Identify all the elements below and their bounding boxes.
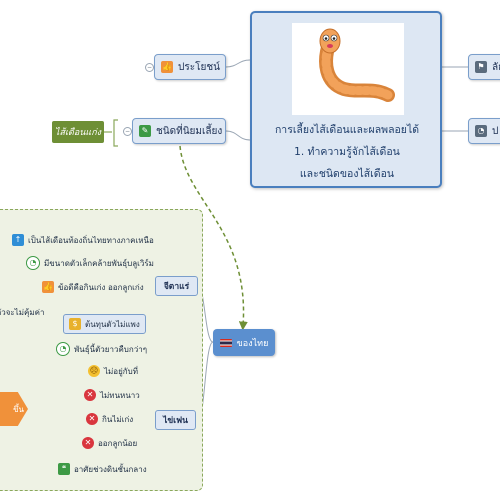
leaf-text: มีขนาดตัวเล็กคล้ายพันธุ์บลูเวิร์ม [44, 258, 154, 268]
leaf-khiphuen-6[interactable]: ❝ อาศัยช่วงดินชั้นกลาง [58, 460, 147, 478]
clock-icon: ◔ [475, 125, 487, 137]
leaf-jitanrae-3[interactable]: 👍 ข้อดีคือกินเก่ง ออกลูกเก่ง [42, 278, 144, 296]
x-circle-icon: ✕ [84, 389, 96, 401]
leaf-text: ออกลูกน้อย [98, 438, 138, 448]
flag-icon: ⚑ [475, 61, 487, 73]
node-thai-label: ของไทย [236, 338, 269, 349]
leaf-khiphuen-1[interactable]: ◔ พันธุ์นี้ตัวยาวคืบกว่าๆ [56, 340, 147, 358]
leaf-jitanrae-4[interactable]: $ ต้นทุนตัวไม่แพง [63, 314, 146, 334]
leaf-khiphuen-5[interactable]: ✕ ออกลูกน้อย [82, 434, 137, 452]
leaf-text: เป็นไส้เดือนท้องถิ่นไทยทางภาคเหนือ [28, 235, 154, 245]
collapse-toggle-types[interactable]: − [123, 127, 132, 136]
branch-benefit-label: ประโยชน์ [178, 61, 220, 73]
arrow-up-icon: ↑ [12, 234, 24, 246]
leaf-text: กินไม่เก่ง [102, 414, 134, 424]
leaf-jitanrae-1[interactable]: ↑ เป็นไส้เดือนท้องถิ่นไทยทางภาคเหนือ [12, 231, 154, 249]
branch-popular-types[interactable]: ✎ ชนิดที่นิยมเลี้ยง [132, 118, 226, 144]
collapse-toggle-benefit[interactable]: − [145, 63, 154, 72]
branch-right-mid[interactable]: ◔ ป [468, 118, 500, 144]
x-circle-icon: ✕ [82, 437, 94, 449]
leaf-jitanrae-partial[interactable]: ตัวจะไม่คุ้มค่า [0, 303, 44, 321]
leaf-text: อาศัยช่วงดินชั้นกลาง [74, 464, 147, 474]
central-title-line-1: การเลี้ยงไส้เดือนและผลพลอยได้ [274, 124, 420, 136]
central-topic[interactable]: การเลี้ยงไส้เดือนและผลพลอยได้ 1. ทำความร… [250, 11, 442, 188]
thai-flag-icon [219, 338, 232, 347]
leaf-text: ตัวจะไม่คุ้มค่า [0, 307, 45, 317]
branch-right-top-label: ลัก [492, 61, 500, 73]
dollar-icon: $ [69, 318, 81, 330]
branch-right-top[interactable]: ⚑ ลัก [468, 54, 500, 80]
leaf-text: ไม่ทนหนาว [100, 390, 140, 400]
clock-icon: ◔ [26, 256, 40, 270]
subnode-khiphuen[interactable]: ไข่เฟน [155, 410, 196, 430]
thumbs-up-icon: 👍 [161, 61, 173, 73]
leaf-khiphuen-4[interactable]: ✕ กินไม่เก่ง [86, 410, 133, 428]
central-title-line-2: 1. ทำความรู้จักไส้เดือน [294, 146, 400, 158]
node-thai[interactable]: ของไทย [213, 329, 275, 356]
leaf-text: ไม่อยู่กับที่ [104, 366, 138, 376]
thumbs-up-icon: 👍 [42, 281, 54, 293]
leaf-khiphuen-2[interactable]: ☹ ไม่อยู่กับที่ [88, 362, 138, 380]
pencil-icon: ✎ [139, 125, 151, 137]
leaf-text: พันธุ์นี้ตัวยาวคืบกว่าๆ [74, 344, 148, 354]
branch-popular-types-label: ชนิดที่นิยมเลี้ยง [156, 125, 223, 137]
leaf-text: ข้อดีคือกินเก่ง ออกลูกเก่ง [58, 282, 144, 292]
branch-benefit[interactable]: 👍 ประโยชน์ [154, 54, 226, 80]
leaf-jitanrae-2[interactable]: ◔ มีขนาดตัวเล็กคล้ายพันธุ์บลูเวิร์ม [26, 254, 154, 272]
tag-label[interactable]: ไส้เดือนแก่ง [52, 121, 104, 143]
quote-icon: ❝ [58, 463, 70, 475]
sad-face-icon: ☹ [88, 365, 100, 377]
leaf-khiphuen-3[interactable]: ✕ ไม่ทนหนาว [84, 386, 140, 404]
central-title-line-3: และชนิดของไส้เดือน [299, 168, 395, 180]
x-circle-icon: ✕ [86, 413, 98, 425]
worm-illustration [292, 23, 404, 115]
subnode-jitanrae[interactable]: จีตาแร่ [155, 276, 198, 296]
branch-right-mid-label: ป [492, 125, 499, 137]
clock-icon: ◔ [56, 342, 70, 356]
leaf-text: ต้นทุนตัวไม่แพง [85, 319, 140, 329]
